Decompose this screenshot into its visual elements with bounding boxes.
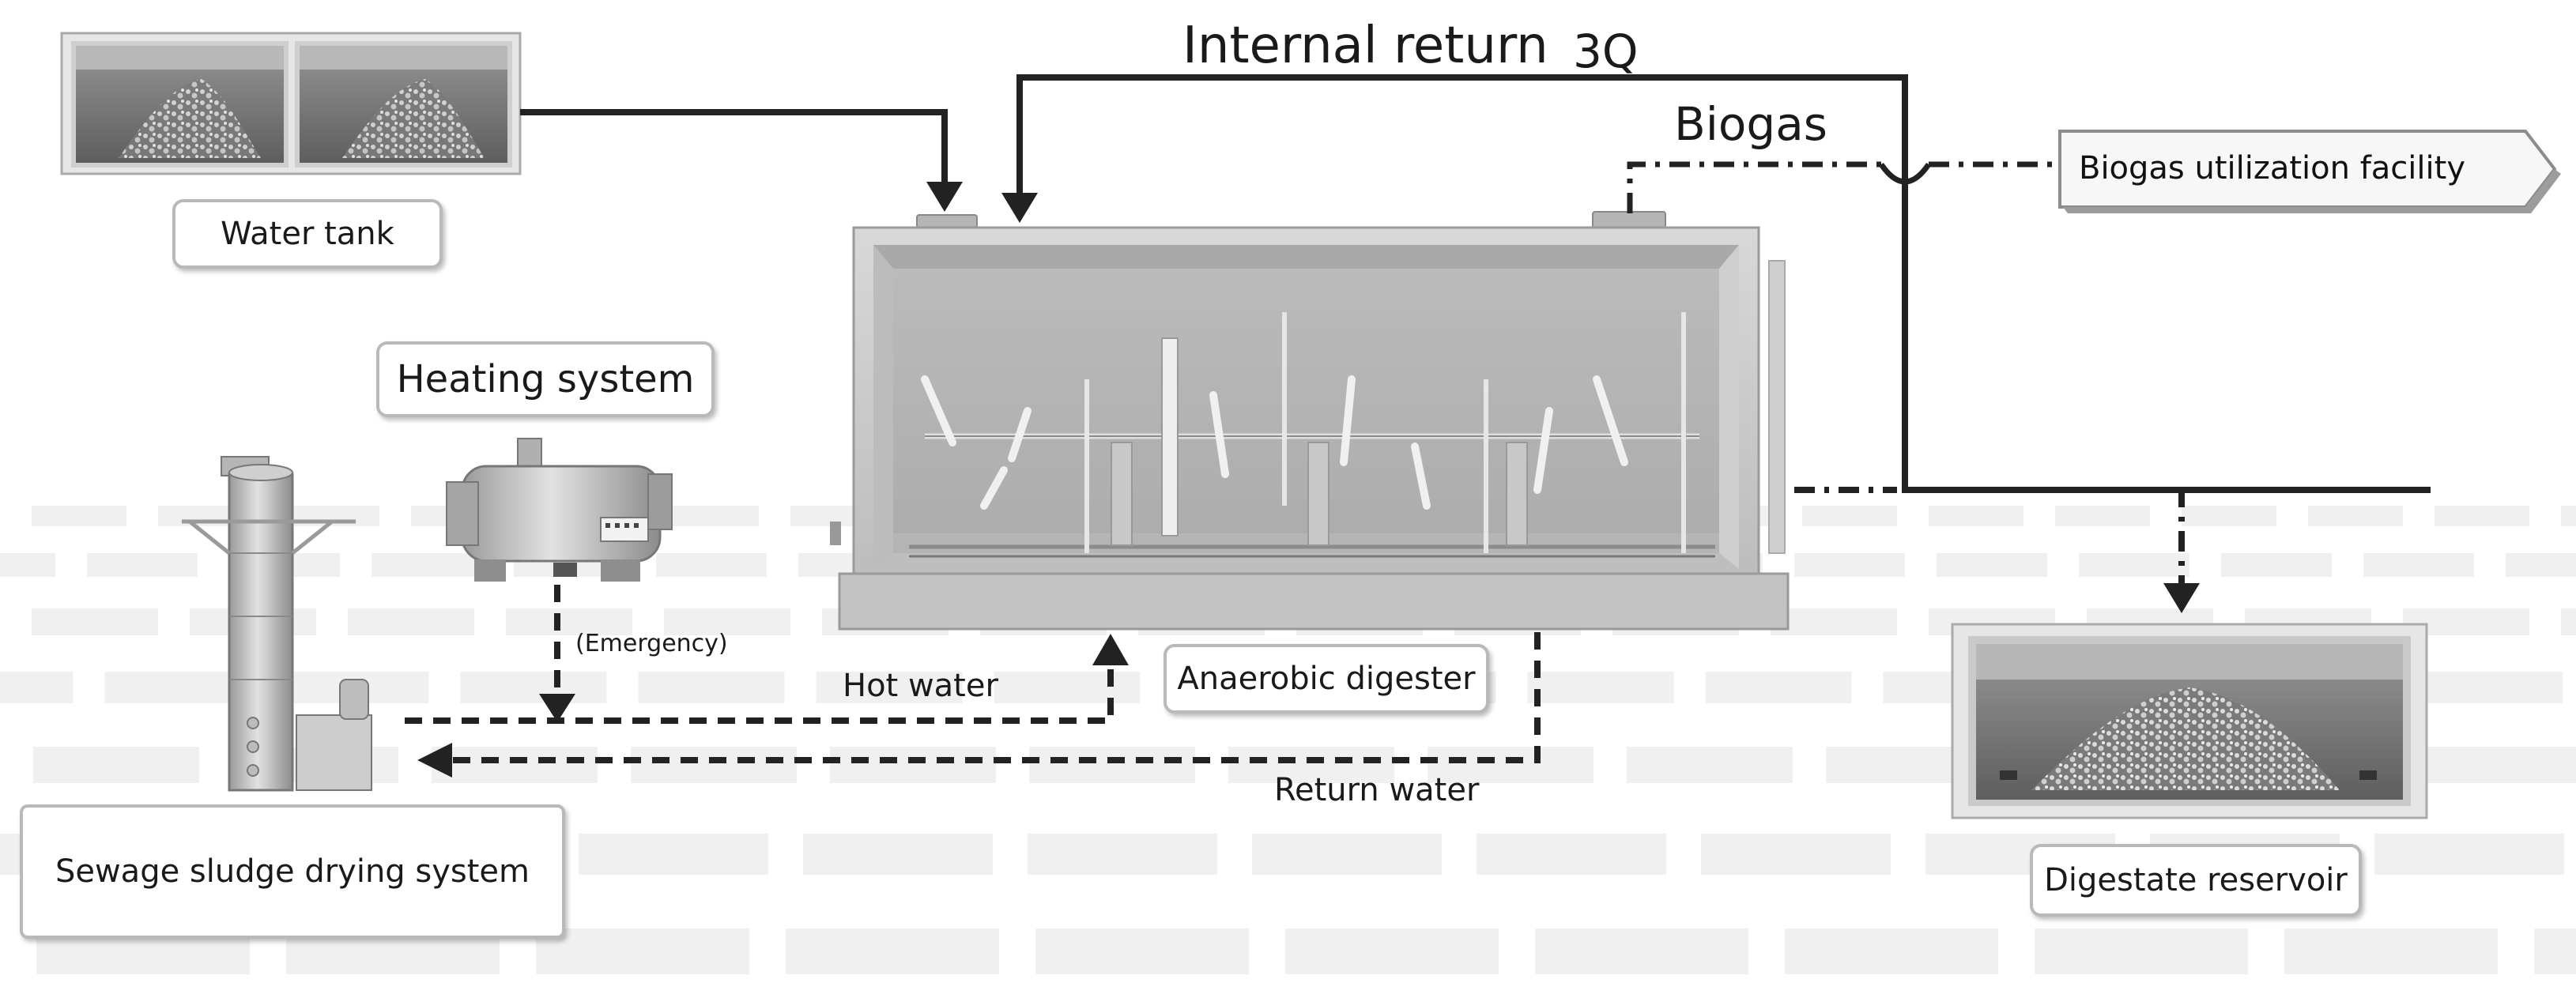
floor-tile [1535,928,1748,974]
floor-tile [1929,506,2023,526]
digestate-reservoir-label: Digestate reservoir [2030,844,2362,917]
floor-tile [432,747,598,783]
floor-tile [2284,928,2498,974]
emergency-text: (Emergency) [575,632,728,656]
floor-tile [830,747,996,783]
floor-tile [2506,553,2576,577]
floor-tile [631,747,797,783]
floor-tile [639,672,785,703]
heating-system-label: Heating system [376,341,715,417]
emergency-line [539,585,575,722]
floor-tile [2079,553,2189,577]
digestate-reservoir-image [1952,624,2427,818]
water-tank-feed-arrow [520,112,963,212]
floor-tile [32,506,126,526]
floor-tile [0,553,55,577]
floor-tile [33,747,199,783]
floor-tile [2363,553,2474,577]
floor-tile [2423,747,2576,783]
floor-tile [1706,672,1852,703]
floor-tile [348,608,474,635]
floor-tile [664,506,759,526]
floor-tile [2435,506,2529,526]
biogas-line [1630,164,2055,213]
floor-tile [1528,672,1674,703]
water-tank-image [62,33,520,174]
floor-tile [994,672,1141,703]
floor-tile [803,834,993,875]
floor-tile [32,608,158,635]
anaerobic-digester-tank [830,212,1788,629]
floor-tile [1794,553,1905,577]
floor-tile [1937,553,2047,577]
internal-return-rate-text: 3Q [1573,28,1639,74]
floor-tile [1285,928,1499,974]
floor-tile [2534,928,2576,974]
floor-tile [1627,747,1793,783]
floor-tile [1029,747,1195,783]
biogas-facility-label: Biogas utilization facility [2055,128,2553,210]
boiler-image [447,439,672,582]
anaerobic-digester-label: Anaerobic digester [1164,644,1489,714]
floor-tile [786,928,999,974]
biogas-text: Biogas [1674,101,1827,147]
floor-tile [1035,928,1249,974]
water-tank-label: Water tank [172,199,443,269]
floor-tile [2417,672,2563,703]
floor-tile [461,672,607,703]
floor-tile [1252,834,1442,875]
floor-tile [656,553,767,577]
floor-tile [2055,506,2150,526]
return-water-text: Return water [1274,774,1479,806]
internal-return-text: Internal return [1182,21,1548,71]
floor-tile [2308,506,2403,526]
floor-tile [1477,834,1666,875]
floor-tile [1785,928,1998,974]
floor-tile [87,553,198,577]
floor-tile [2374,834,2564,875]
floor-tile [579,834,768,875]
floor-tile [0,672,74,703]
floor-tile [2221,553,2332,577]
floor-tile [2035,928,2248,974]
floor-tile [1771,608,1897,635]
floor-tile [2561,608,2576,635]
hot-water-text: Hot water [843,670,998,702]
floor-tile [1701,834,1891,875]
floor-tile [2182,506,2276,526]
floor-tile [1028,834,1217,875]
floor-tile [372,553,482,577]
floor-tile [2561,506,2576,526]
sewage-sludge-drying-label: Sewage sludge drying system [20,804,565,939]
floor-tile [1802,506,1897,526]
floor-tile [536,928,749,974]
